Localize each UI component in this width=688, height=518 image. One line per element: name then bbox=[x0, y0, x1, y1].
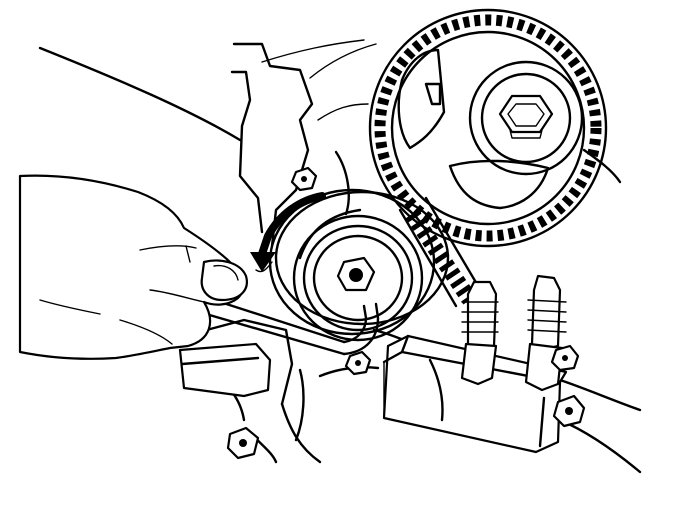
rotation-arrow-icon bbox=[250, 192, 326, 273]
sprocket-bolt-icon bbox=[498, 94, 554, 139]
mounting-studs bbox=[460, 274, 567, 392]
mounting-bracket bbox=[178, 334, 568, 454]
hex-key bbox=[204, 298, 380, 356]
bolt-icon bbox=[226, 426, 260, 460]
bolt-icon bbox=[552, 394, 586, 428]
timing-belt bbox=[398, 196, 486, 308]
hand bbox=[18, 174, 248, 360]
tensioner-bolt-icon bbox=[336, 256, 376, 292]
bolt-icon bbox=[344, 350, 372, 376]
belt-tensioner-pulley bbox=[268, 188, 450, 342]
bolt-icon bbox=[550, 344, 580, 372]
camshaft-sprocket bbox=[368, 8, 622, 248]
bolt-icon bbox=[290, 166, 318, 192]
